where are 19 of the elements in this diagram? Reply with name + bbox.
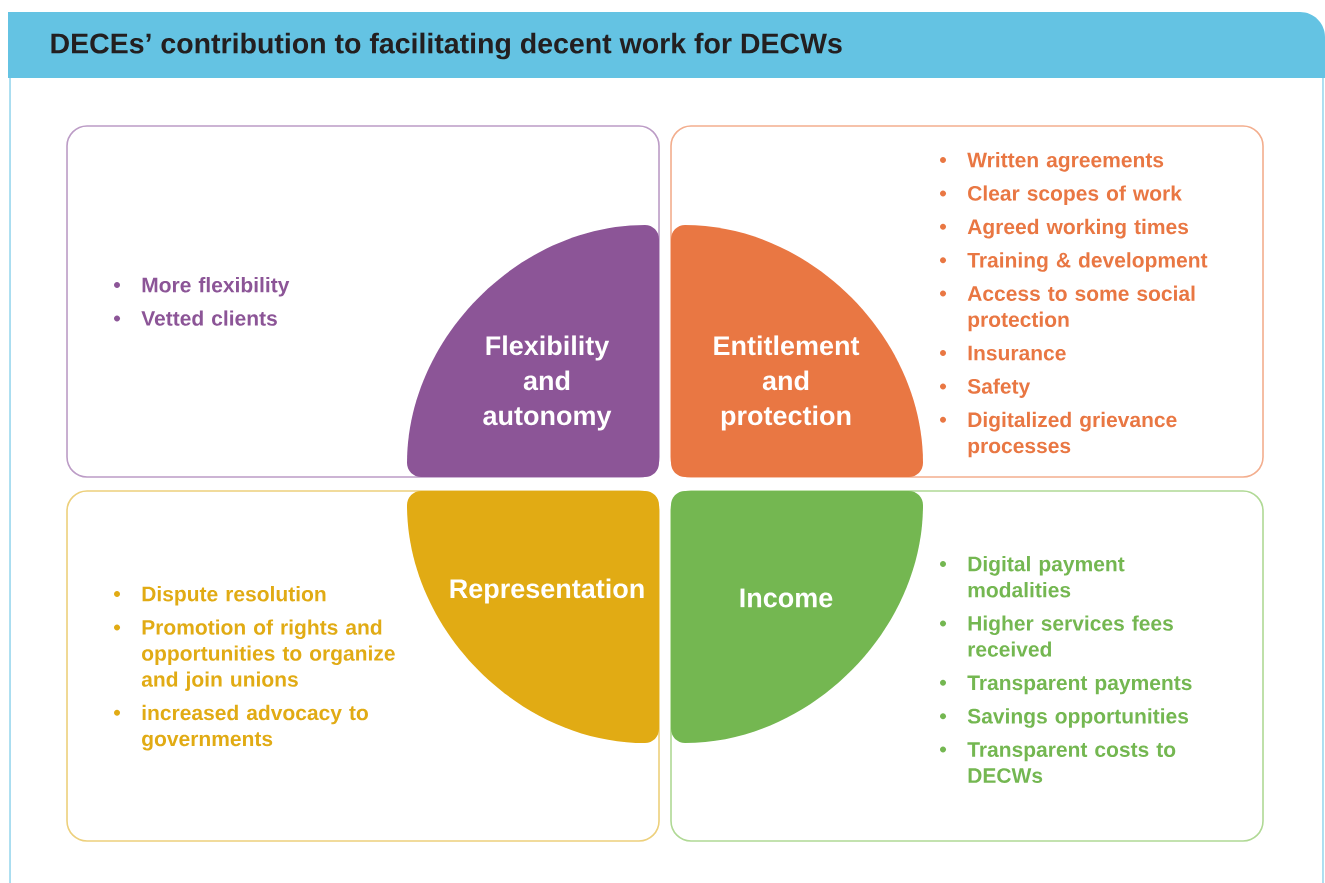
list-item: increased advocacy to governments (142, 704, 368, 751)
list-item: Insurance (968, 345, 1066, 361)
header-band: DECEs’ contribution to facilitating decent work for DECWs (8, 12, 1325, 78)
list-item: Written agreements (967, 152, 1164, 172)
list-item: Transparent costs to DECWs (967, 742, 1176, 783)
list-item: Access to some social protection (967, 285, 1195, 332)
list-item: Savings opportunities (967, 708, 1189, 728)
list-item: More flexibility (142, 277, 290, 297)
list-item: Digital payment modalities (968, 556, 1125, 598)
list-item: Higher services fees received (968, 615, 1173, 657)
list-item: Digitalized grievance processes (968, 411, 1177, 458)
list-item: Training & development (967, 252, 1208, 272)
list-item: Safety (967, 378, 1031, 398)
list-item: Agreed working times (967, 218, 1189, 239)
list-item: Vetted clients (141, 310, 277, 326)
list-item: Transparent payments (967, 675, 1192, 695)
list-item: Promotion of rights and opportunities to organize and join unions (141, 619, 395, 691)
list-item: Clear scopes of work (968, 185, 1182, 205)
list-item: Dispute resolution (142, 586, 326, 606)
